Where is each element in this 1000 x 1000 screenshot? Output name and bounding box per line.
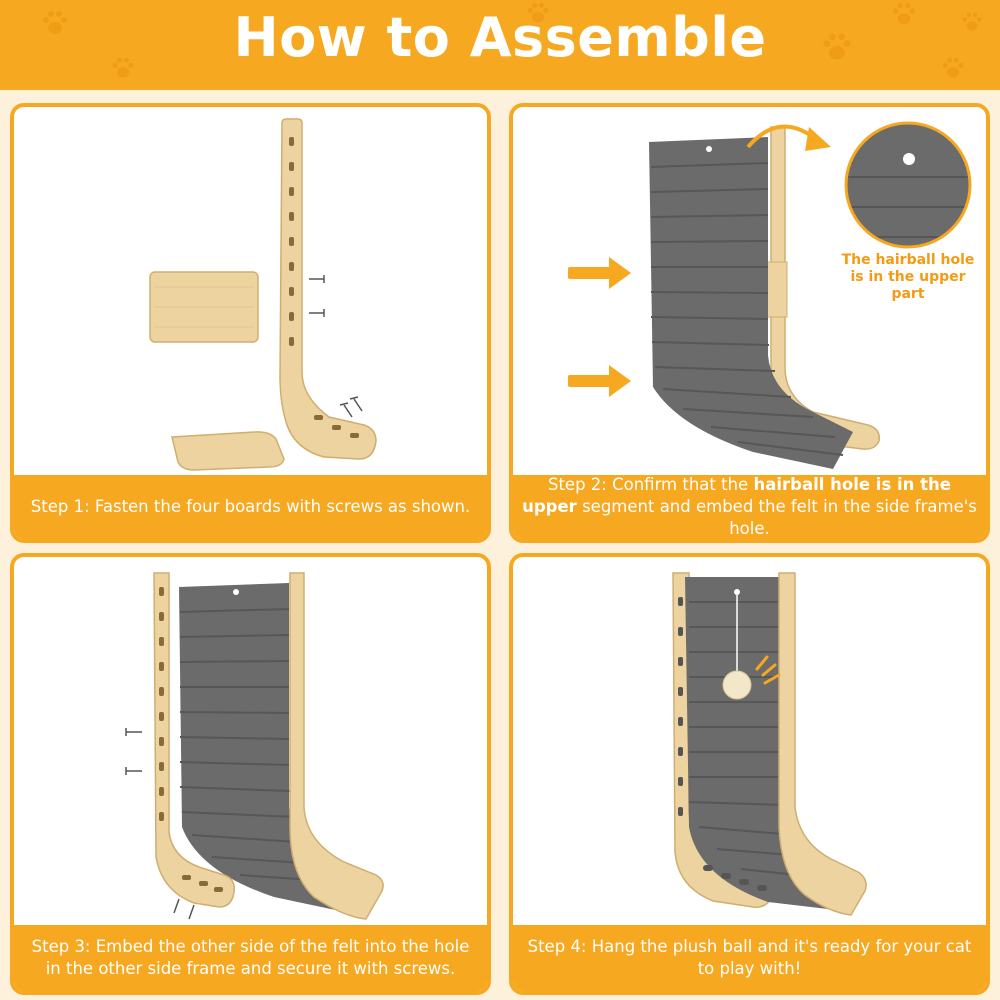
screw-icon — [125, 767, 142, 775]
motion-lines-icon — [755, 655, 781, 685]
hairball-hole-zoom — [846, 123, 970, 247]
step-3-card: Step 3: Embed the other side of the felt… — [10, 553, 491, 995]
paw-icon — [112, 57, 134, 78]
step-3-caption: Step 3: Embed the other side of the felt… — [14, 925, 487, 991]
screw-icon — [173, 898, 195, 920]
paw-icon — [43, 11, 67, 34]
step-1-card: Step 1: Fasten the four boards with scre… — [10, 103, 491, 543]
paw-icon — [962, 12, 982, 31]
paw-icon — [892, 2, 916, 25]
header-banner: How to Assemble — [0, 0, 1000, 90]
step-2-illustration — [568, 121, 972, 469]
paw-icon — [942, 57, 964, 78]
plush-ball-icon — [722, 670, 752, 700]
screw-icon — [309, 309, 325, 317]
hairball-callout: The hairball hole is in the upper part — [841, 252, 975, 302]
paw-icon — [823, 33, 851, 60]
arrow-right-icon — [568, 257, 631, 289]
step-2-caption: Step 2: Confirm that the hairball hole i… — [513, 475, 986, 539]
paw-icon — [527, 2, 549, 23]
page-title: How to Assemble — [233, 6, 767, 69]
screw-icon — [339, 402, 353, 418]
step-4-card: Step 4: Hang the plush ball and it's rea… — [509, 553, 990, 995]
step-4-caption: Step 4: Hang the plush ball and it's rea… — [513, 925, 986, 991]
step-3-illustration — [125, 572, 384, 920]
curved-arrow-icon — [746, 124, 815, 149]
screw-icon — [309, 275, 325, 283]
step-1-illustration — [149, 118, 377, 471]
step-1-caption: Step 1: Fasten the four boards with scre… — [14, 475, 487, 539]
screw-icon — [125, 728, 142, 736]
arrow-right-icon — [568, 365, 631, 397]
step-4-illustration — [672, 572, 867, 916]
screw-icon — [349, 396, 363, 412]
step-2-card: The hairball hole is in the upper part S… — [509, 103, 990, 543]
